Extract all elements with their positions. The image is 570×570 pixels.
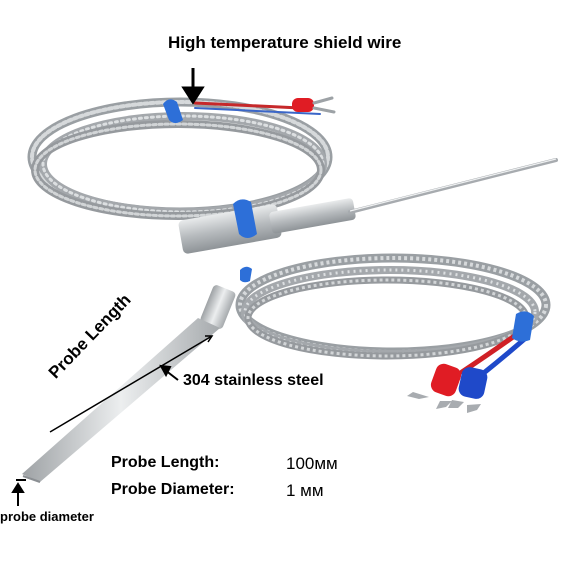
lower-cable-coil	[235, 253, 551, 360]
upper-probe	[178, 158, 558, 254]
probe-length-arrow	[49, 335, 214, 433]
shield-wire-label: High temperature shield wire	[168, 33, 402, 52]
steel-pointer-arrow	[159, 364, 179, 381]
upper-wire-leads	[193, 96, 336, 115]
lower-terminals	[407, 363, 488, 413]
shield-wire-arrow	[181, 68, 205, 105]
lower-cable-tie	[240, 266, 534, 342]
upper-red-terminal	[292, 98, 314, 112]
upper-cable-ties	[163, 99, 257, 238]
material-label: 304 stainless steel	[183, 372, 324, 389]
spec-probe-length-value: 100мм	[286, 454, 338, 473]
spec-probe-length-key: Probe Length:	[111, 454, 220, 471]
spec-probe-diameter-value: 1 мм	[286, 481, 324, 500]
spec-probe-diameter-key: Probe Diameter:	[111, 481, 235, 498]
upper-cable-coil	[27, 97, 333, 220]
probe-diameter-marker	[11, 479, 26, 506]
probe-diameter-label: probe diameter	[0, 509, 94, 524]
lower-probe	[22, 285, 236, 483]
